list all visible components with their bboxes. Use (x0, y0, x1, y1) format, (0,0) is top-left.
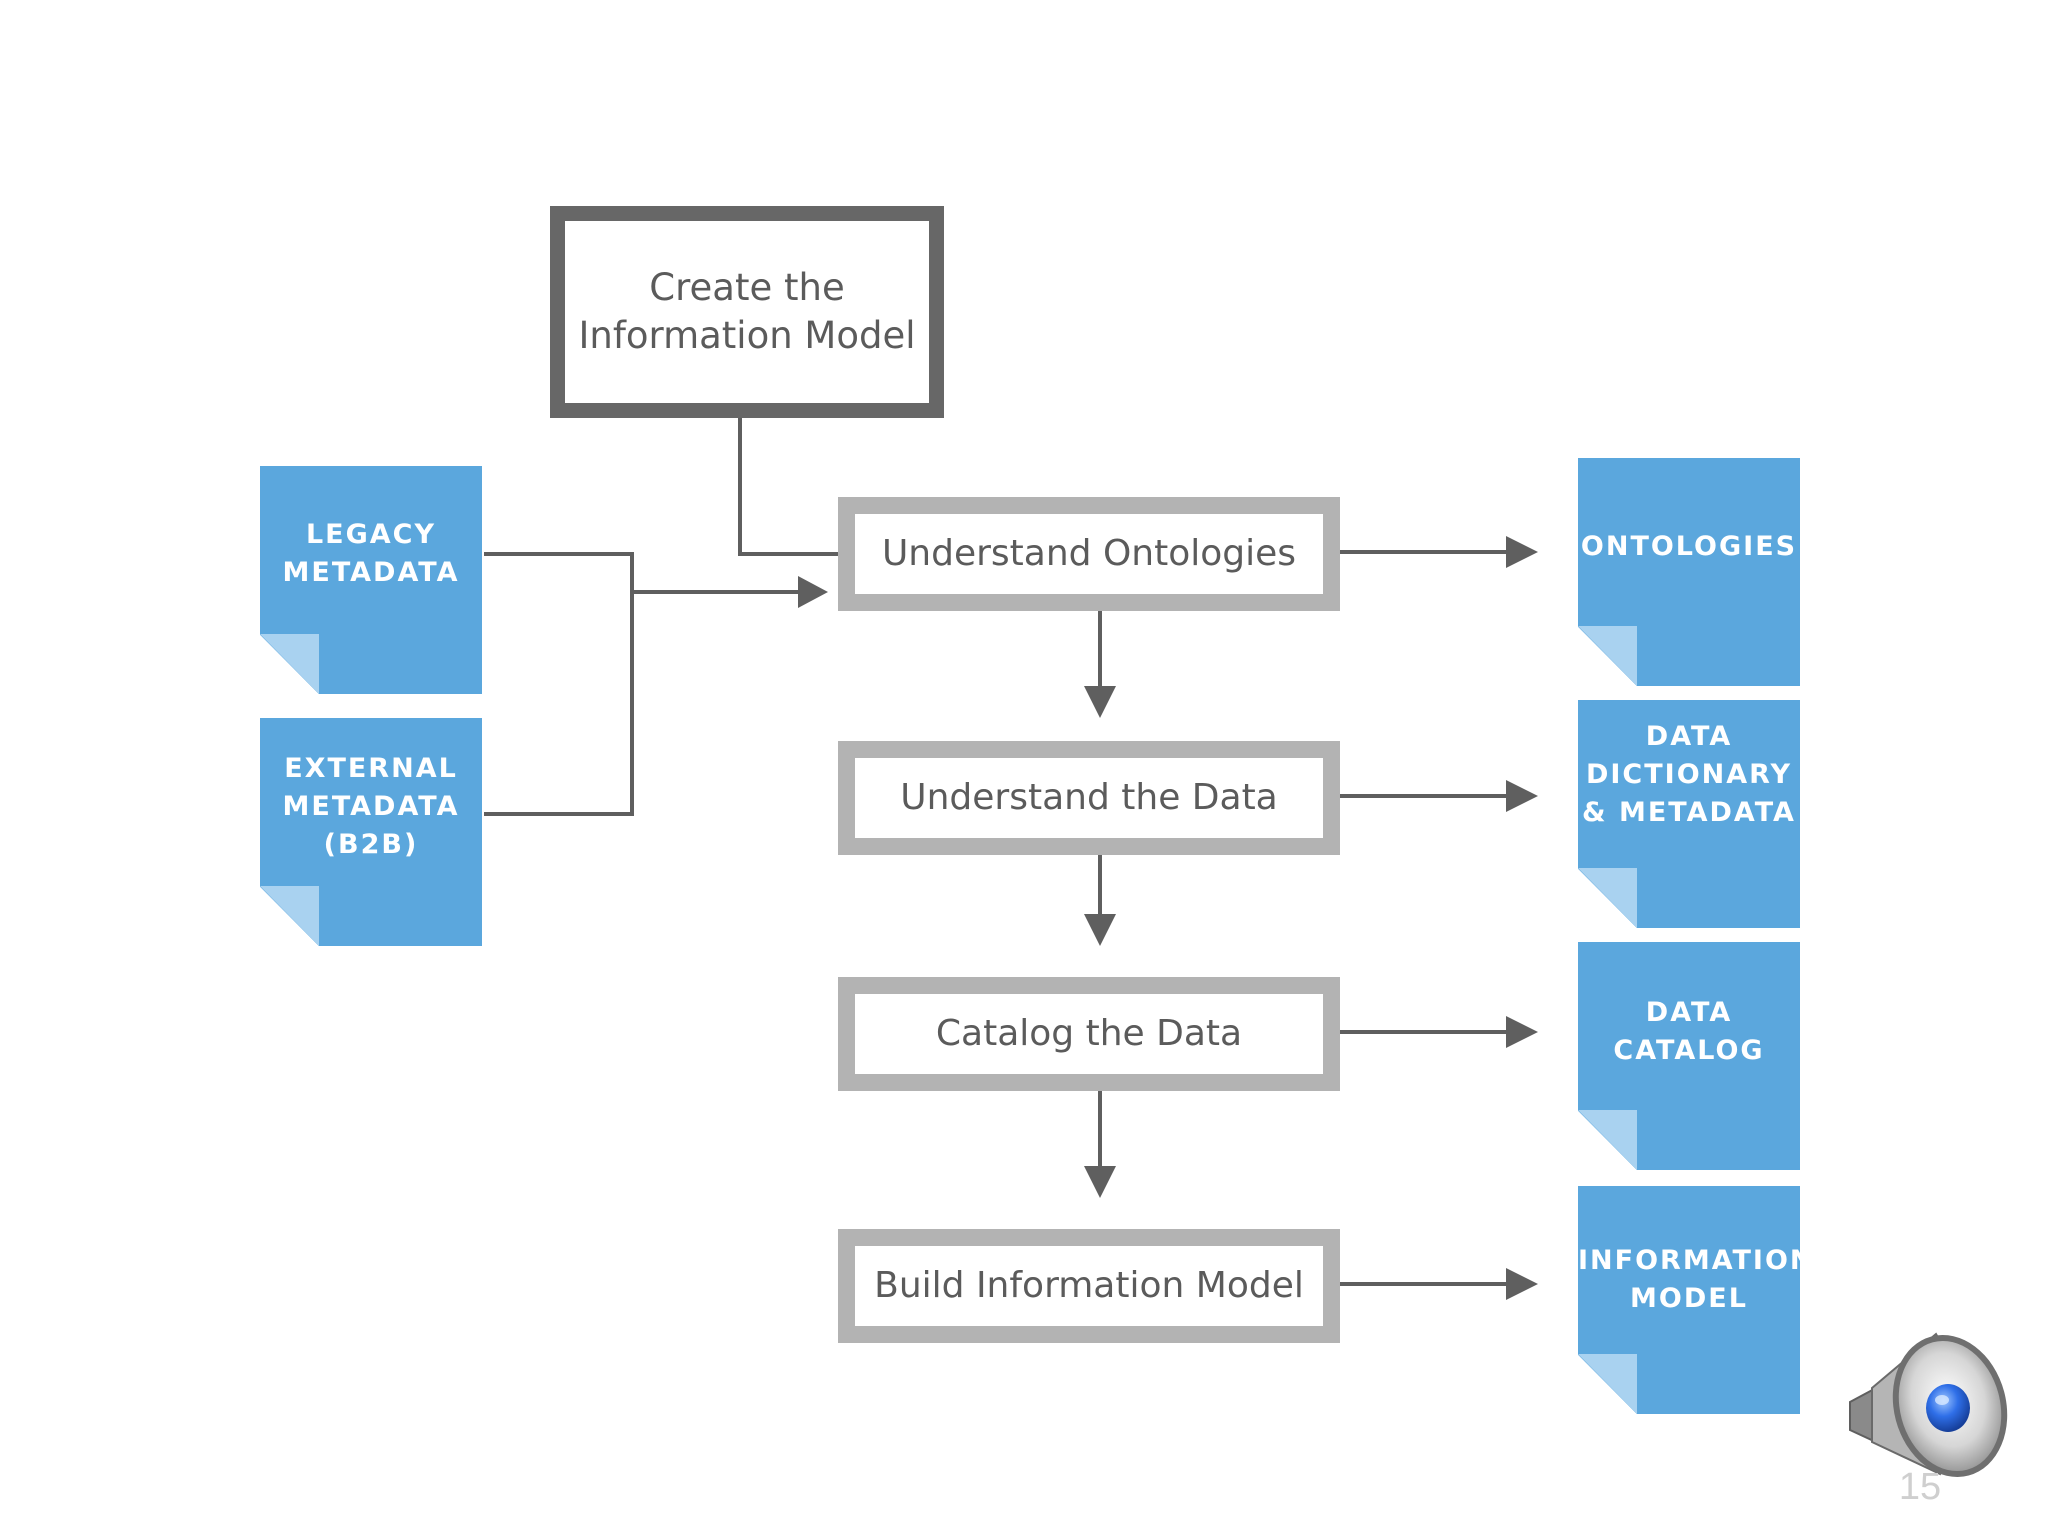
document-information-model: INFORMATION MODEL (1578, 1186, 1800, 1414)
process-step-label: Understand Ontologies (881, 532, 1297, 574)
document-data-catalog: DATA CATALOG (1578, 942, 1800, 1170)
document-label: EXTERNAL METADATA (B2B) (282, 753, 460, 860)
document-external-metadata: EXTERNAL METADATA (B2B) (260, 718, 482, 946)
create-information-model-label: Create the Information Model (578, 265, 916, 357)
arrowhead-inputs (798, 576, 828, 608)
document-ontologies: ONTOLOGIES (1578, 458, 1800, 686)
document-data-dictionary: DATA DICTIONARY & METADATA (1578, 700, 1800, 928)
process-step-understand-ontologies: Understand Ontologies (838, 497, 1340, 611)
document-label: LEGACY METADATA (282, 519, 460, 588)
document-label: INFORMATION MODEL (1578, 1245, 1815, 1314)
document-label: ONTOLOGIES (1580, 531, 1798, 562)
document-label: DATA DICTIONARY & METADATA (1582, 721, 1796, 828)
arrowhead-right-3 (1506, 1016, 1538, 1048)
process-step-build-information-model: Build Information Model (838, 1229, 1340, 1343)
document-legacy-metadata: LEGACY METADATA (260, 466, 482, 694)
connector-legacy-metadata (484, 552, 634, 816)
process-step-label: Catalog the Data (935, 1012, 1243, 1054)
slide-number: 15 (1898, 1466, 1942, 1508)
arrowhead-down-1 (1084, 686, 1116, 718)
speaker-icon[interactable] (1836, 1314, 2016, 1494)
arrowhead-right-1 (1506, 536, 1538, 568)
process-step-catalog-data: Catalog the Data (838, 977, 1340, 1091)
connector-create-to-ontologies (738, 418, 838, 556)
process-step-understand-data: Understand the Data (838, 741, 1340, 855)
document-label: DATA CATALOG (1613, 997, 1765, 1066)
arrowhead-down-3 (1084, 1166, 1116, 1198)
arrowhead-down-2 (1084, 914, 1116, 946)
arrowhead-right-2 (1506, 780, 1538, 812)
arrowhead-right-4 (1506, 1268, 1538, 1300)
process-step-label: Understand the Data (900, 776, 1278, 818)
process-step-label: Build Information Model (874, 1264, 1304, 1306)
create-information-model-box: Create the Information Model (550, 206, 944, 418)
